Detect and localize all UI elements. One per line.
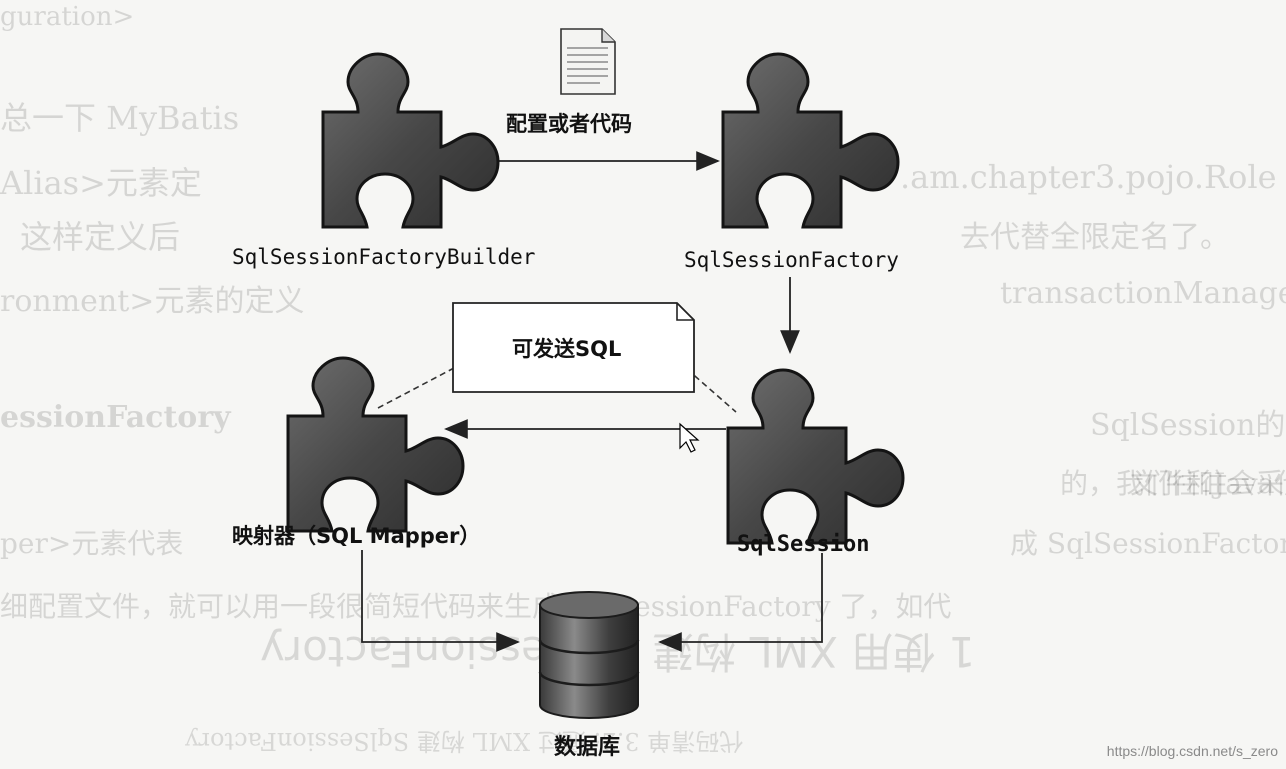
dashed-link-mapper-note bbox=[377, 367, 455, 409]
label-builder: SqlSessionFactoryBuilder bbox=[232, 245, 536, 269]
note-box bbox=[452, 302, 695, 393]
label-factory: SqlSessionFactory bbox=[684, 248, 899, 272]
label-mapper: 映射器（SQL Mapper） bbox=[232, 524, 481, 548]
line-session-to-db bbox=[658, 553, 823, 652]
puzzle-mapper-icon bbox=[286, 356, 465, 533]
label-config: 配置或者代码 bbox=[506, 112, 632, 136]
puzzle-factory-icon bbox=[721, 52, 900, 229]
mouse-cursor-icon bbox=[679, 422, 700, 453]
label-session: SqlSession bbox=[737, 532, 870, 557]
puzzle-builder-icon bbox=[321, 52, 500, 229]
database-icon bbox=[538, 591, 640, 719]
watermark: https://blog.csdn.net/s_zero bbox=[1106, 743, 1278, 759]
document-icon bbox=[560, 28, 616, 95]
label-send-sql: 可发送SQL bbox=[512, 337, 622, 361]
line-mapper-to-db bbox=[361, 550, 520, 652]
puzzle-session-icon bbox=[726, 368, 905, 545]
label-database: 数据库 bbox=[554, 735, 621, 760]
